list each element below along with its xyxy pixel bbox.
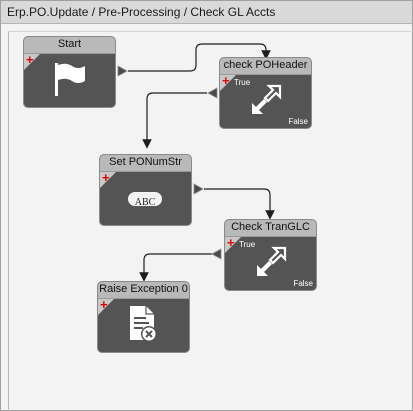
node-title: Set PONumStr [109,156,182,168]
output-port-set-ponumstr[interactable] [193,183,204,195]
node-header: Set PONumStr [100,155,191,172]
wire-check-tranglc-true-to-raise-exception [139,253,212,282]
node-header: Raise Exception 0 [98,282,189,299]
node-title: Raise Exception 0 [99,283,188,295]
node-corner [225,237,241,253]
node-check-tranglc[interactable]: Check TranGLC + True False [225,220,316,290]
condition-arrows-icon [252,84,282,114]
true-port-label: True [239,240,256,249]
title-bar: Erp.PO.Update / Pre-Processing / Check G… [1,1,412,24]
node-title: check POHeader [223,59,308,71]
node-corner [220,75,236,91]
add-icon[interactable]: + [222,73,230,88]
flag-icon [55,63,85,96]
node-corner [98,299,114,315]
node-check-poheader[interactable]: check POHeader + True False [220,58,311,128]
abc-icon-text: ABC [134,197,156,208]
wire-set-ponumstr-to-check-tranglc [204,188,275,220]
condition-arrows-icon [257,246,287,276]
node-title: Check TranGLC [231,221,310,233]
add-icon[interactable]: + [227,235,235,250]
document-error-icon [130,306,157,342]
node-corner [24,54,40,70]
node-header: Check TranGLC [225,220,316,237]
wire-check-poheader-true-to-set-ponumstr [142,92,207,149]
output-port-start[interactable] [117,65,128,77]
node-title: Start [57,38,82,50]
node-header: check POHeader [220,58,311,75]
true-port-check-tranglc[interactable] [211,248,222,260]
node-raise-exception[interactable]: Raise Exception 0 + [98,282,189,352]
workflow-canvas[interactable] [8,31,413,411]
true-port-label: True [234,78,251,87]
node-start[interactable]: Start + [24,37,115,107]
add-icon[interactable]: + [26,52,34,67]
add-icon[interactable]: + [100,297,108,312]
wire-start-to-check-poheader [128,43,271,72]
node-set-ponumstr[interactable]: Set PONumStr + ABC [100,155,191,225]
node-corner [100,172,116,188]
add-icon[interactable]: + [102,170,110,185]
node-header: Start [24,37,115,54]
true-port-check-poheader[interactable] [207,87,218,99]
workflow-path-title: Erp.PO.Update / Pre-Processing / Check G… [7,5,276,19]
false-port-label: False [288,117,308,126]
false-port-label: False [293,279,313,288]
abc-icon: ABC [128,192,162,208]
